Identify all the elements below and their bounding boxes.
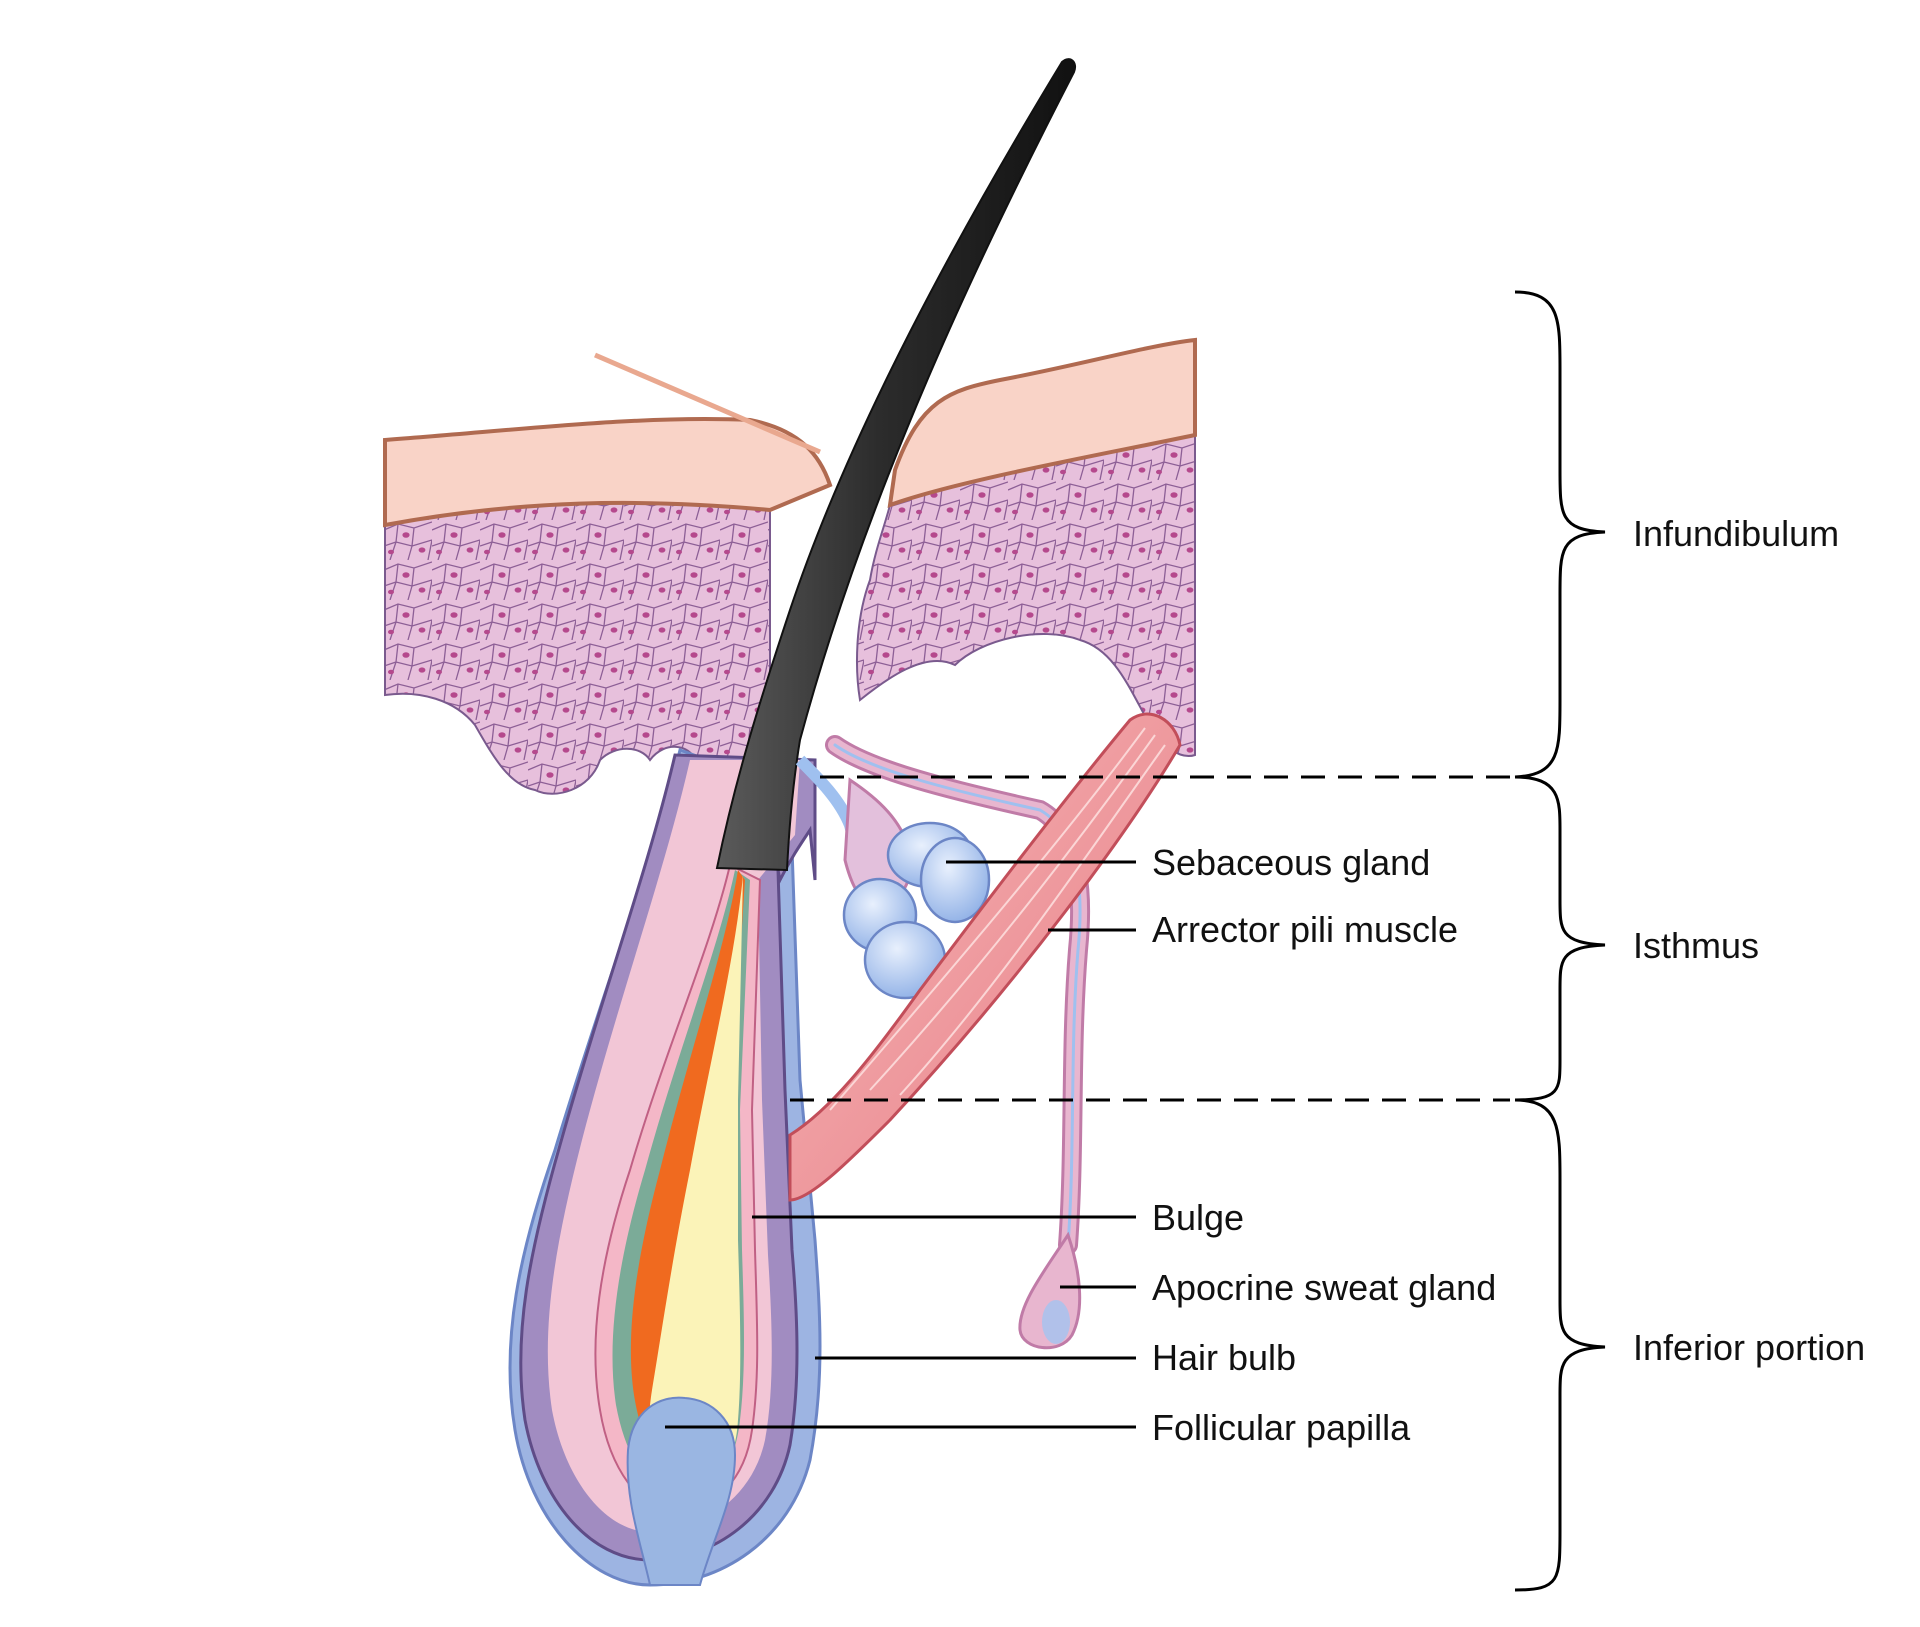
stratum-corneum-right bbox=[887, 337, 1197, 508]
label-bulge: Bulge bbox=[1152, 1197, 1244, 1238]
hair-follicle bbox=[508, 748, 822, 1587]
label-infundibulum: Infundibulum bbox=[1633, 513, 1839, 554]
label-inferior-portion: Inferior portion bbox=[1633, 1327, 1865, 1368]
follicular-papilla-shape bbox=[626, 1396, 737, 1586]
label-apocrine-sweat-gland: Apocrine sweat gland bbox=[1152, 1267, 1496, 1308]
epidermis bbox=[384, 501, 771, 795]
hair-shaft bbox=[715, 58, 1076, 872]
label-isthmus: Isthmus bbox=[1633, 925, 1759, 966]
label-follicular-papilla: Follicular papilla bbox=[1152, 1407, 1411, 1448]
brace-inferior-portion bbox=[1514, 1098, 1606, 1592]
brace-infundibulum bbox=[1514, 290, 1606, 779]
sebaceous-gland bbox=[795, 755, 991, 1000]
hair-matrix bbox=[648, 875, 743, 1496]
arrector-pili-muscle bbox=[788, 712, 1182, 1202]
brace-isthmus bbox=[1514, 775, 1606, 1102]
skin-strand bbox=[594, 352, 821, 455]
skin-layers bbox=[383, 337, 1197, 795]
label-arrector-pili-muscle: Arrector pili muscle bbox=[1152, 909, 1458, 950]
label-sebaceous-gland: Sebaceous gland bbox=[1152, 842, 1430, 883]
stratum-corneum bbox=[383, 417, 833, 528]
label-hair-bulb: Hair bulb bbox=[1152, 1337, 1296, 1378]
